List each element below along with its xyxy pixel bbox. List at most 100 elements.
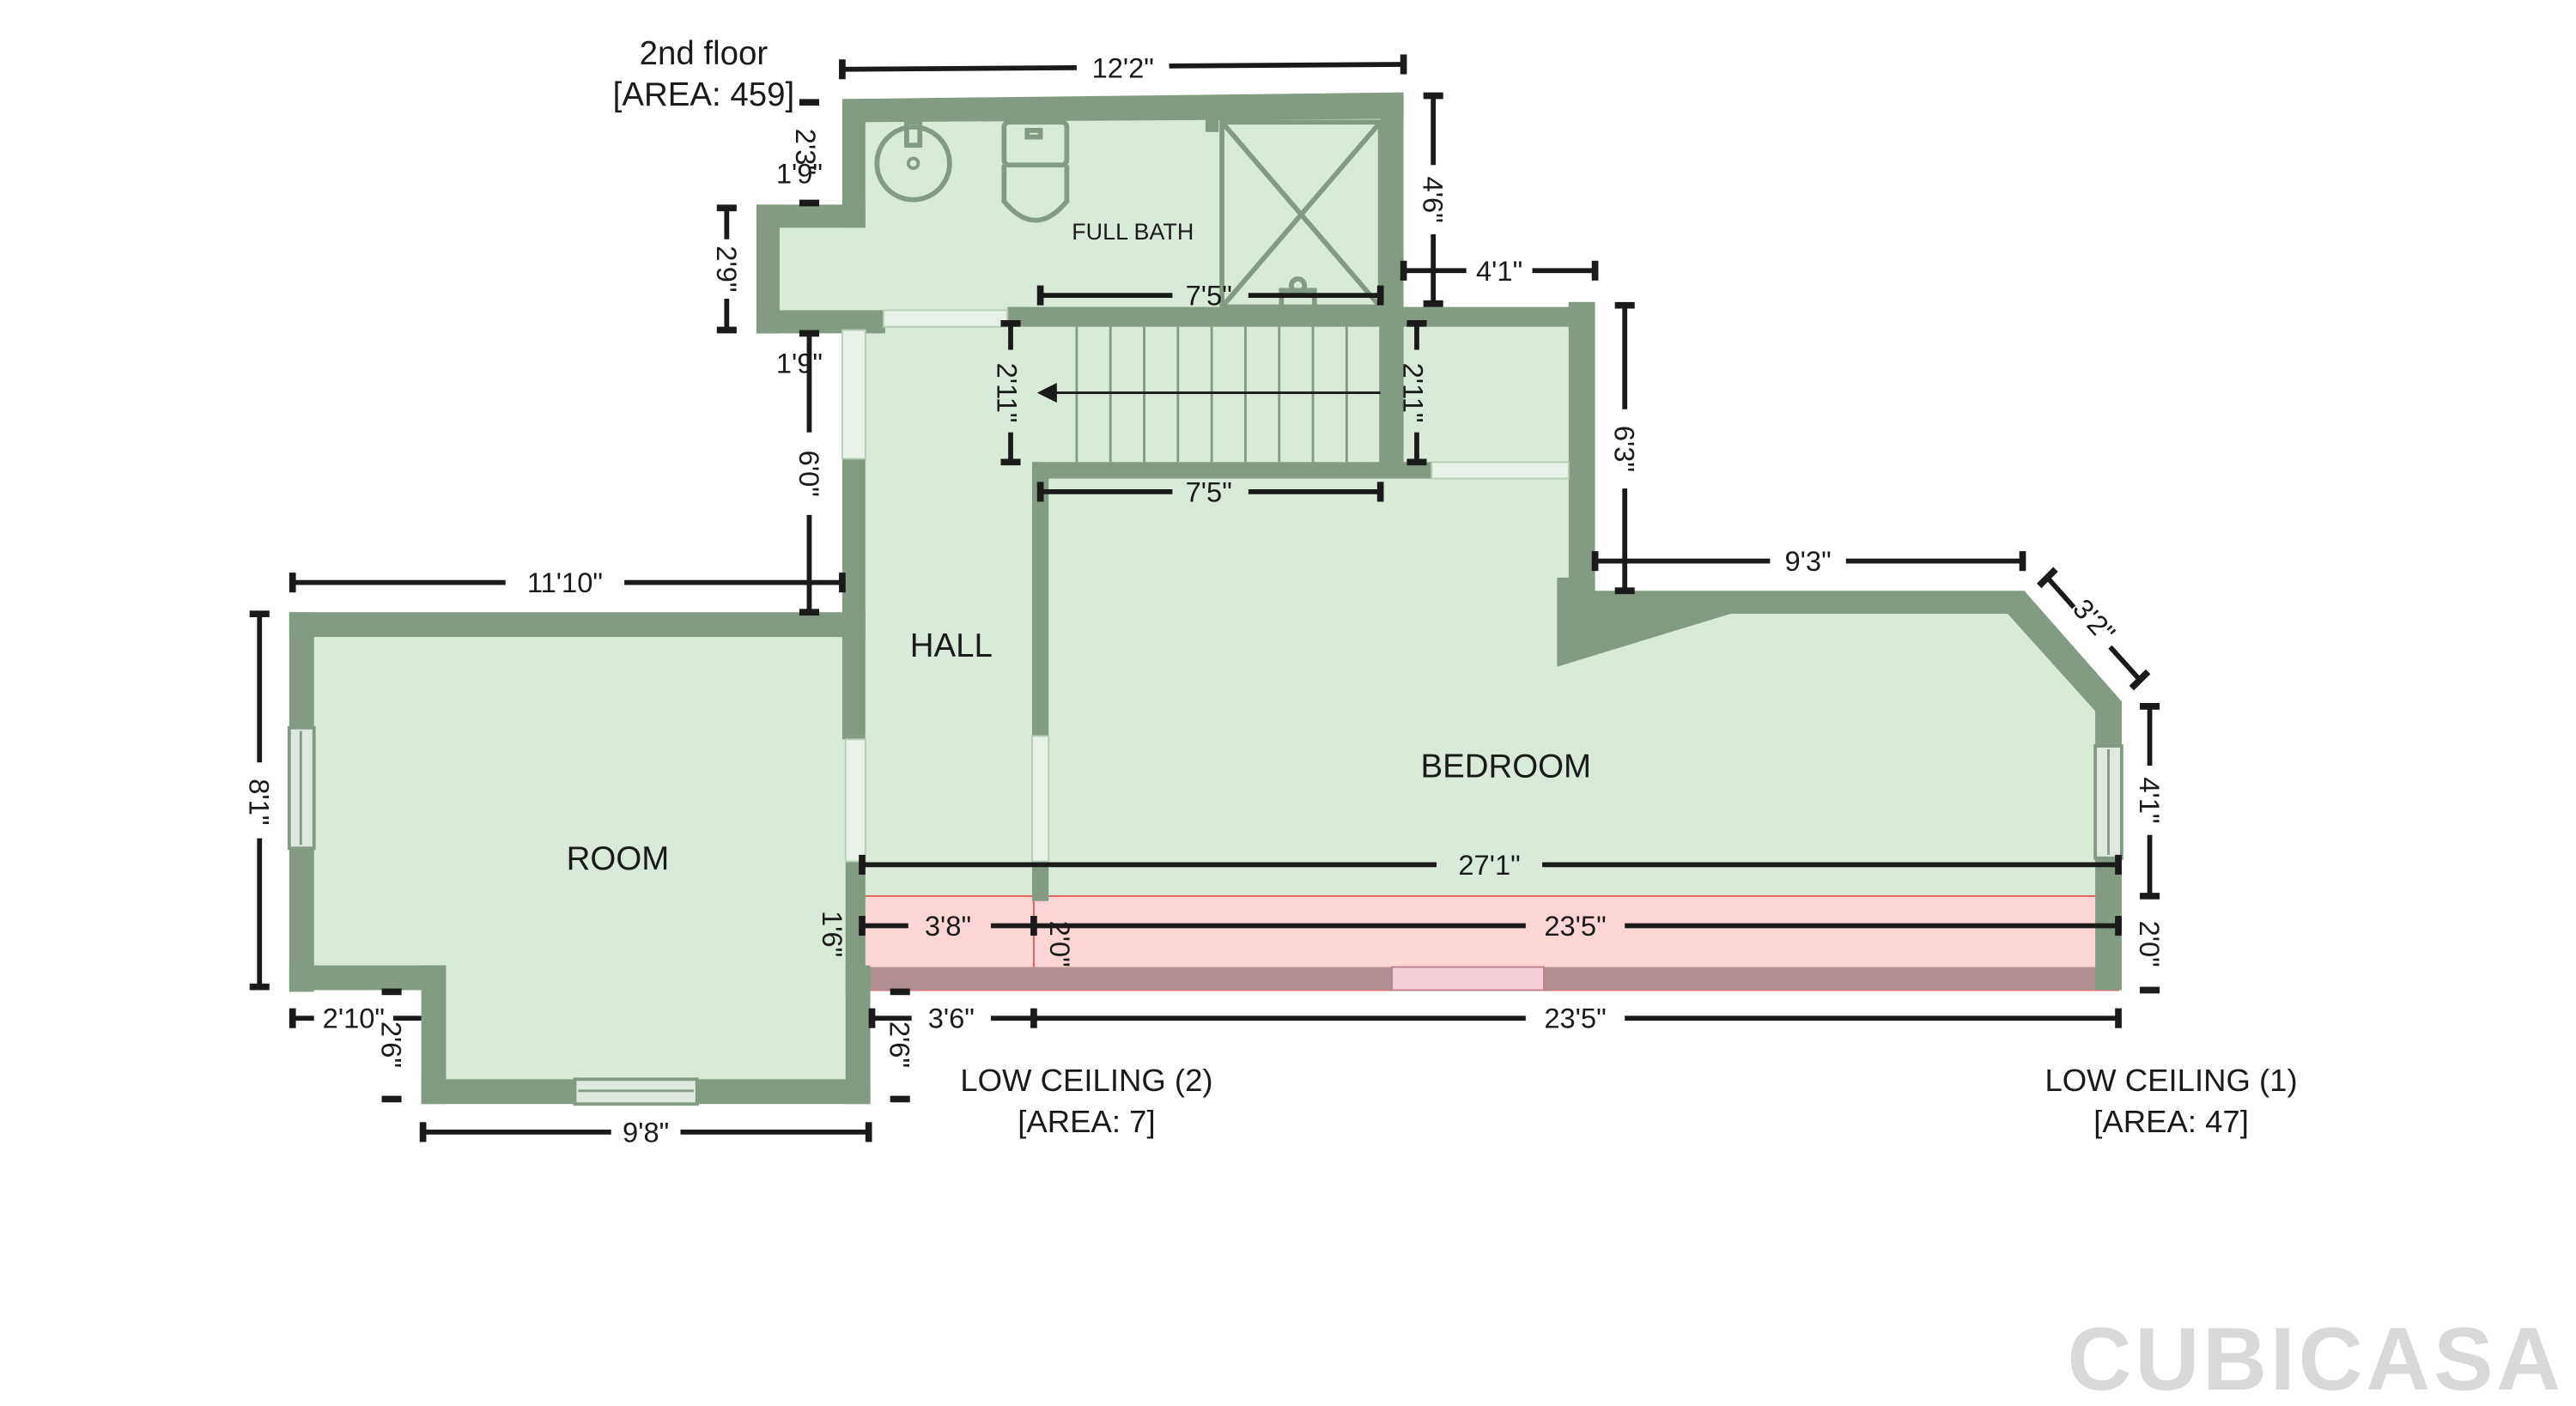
dim-lc1-depth: 2'0" xyxy=(2134,921,2166,994)
walls xyxy=(289,92,2122,1105)
svg-text:2'0": 2'0" xyxy=(2134,921,2166,967)
dim-room-left: 8'1" xyxy=(244,610,276,991)
svg-text:3'6": 3'6" xyxy=(928,1003,975,1034)
bedroom-label: BEDROOM xyxy=(1420,748,1591,785)
floor-area: [AREA: 459] xyxy=(613,76,795,113)
dim-bedroom-top: 9'3" xyxy=(1591,545,2026,577)
svg-text:6'3": 6'3" xyxy=(1609,426,1641,472)
svg-text:11'10": 11'10" xyxy=(527,567,603,598)
dim-room-notch-depth: 2'6" xyxy=(376,988,408,1103)
dim-stair-bottom: 7'5" xyxy=(1036,476,1384,507)
svg-text:9'3": 9'3" xyxy=(1785,545,1832,577)
stair-arrow-icon xyxy=(1036,383,1057,403)
stair-right-wall xyxy=(1380,306,1404,472)
dim-shower-right: 4'6" xyxy=(1418,92,1449,307)
hall-left-opening xyxy=(841,329,866,460)
dim-stair-top: 7'5" xyxy=(1036,280,1384,312)
dim-hall-wall-lower: 1'6" xyxy=(817,911,848,957)
shower-left-post xyxy=(1205,115,1219,132)
room-label: ROOM xyxy=(567,840,670,877)
svg-text:2'6": 2'6" xyxy=(884,1021,916,1068)
stair-floor xyxy=(1007,310,1594,468)
toilet-icon xyxy=(1001,119,1070,223)
low-ceiling-2-area: [AREA: 7] xyxy=(1018,1104,1155,1139)
dim-bath-left-mid: 2'9" xyxy=(711,204,743,334)
dim-bedroom-width: 27'1" xyxy=(859,849,2122,881)
stair-top-wall xyxy=(1007,306,1594,327)
openings xyxy=(287,309,2123,1106)
svg-text:4'1": 4'1" xyxy=(2134,777,2166,823)
shower-right-wall xyxy=(1380,95,1404,311)
dim-hall-left: 6'0" xyxy=(793,330,825,616)
svg-text:2'11": 2'11" xyxy=(992,363,1024,423)
full-bath-label: FULL BATH xyxy=(1072,219,1194,245)
dim-stair-right: 2'11" xyxy=(1398,319,1430,466)
hall-right-wall xyxy=(1032,462,1049,736)
svg-text:8'1": 8'1" xyxy=(244,779,276,825)
sink-icon xyxy=(874,124,952,203)
stair-bottom-wall xyxy=(1032,462,1432,479)
hall-left-wall xyxy=(841,458,866,740)
svg-text:2'3": 2'3" xyxy=(790,129,822,175)
hall-room-opening xyxy=(844,738,866,863)
bath-top-wall xyxy=(841,92,1404,123)
room-notch-bottom-wall xyxy=(289,965,447,991)
stair-treads xyxy=(1075,326,1382,463)
dim-stair-left: 2'11" xyxy=(992,319,1024,466)
floor-title: 2nd floor xyxy=(640,35,769,72)
dim-lc1-width: 23'5" xyxy=(1033,910,2122,942)
svg-text:6'0": 6'0" xyxy=(793,451,825,497)
svg-text:27'1": 27'1" xyxy=(1458,849,1520,881)
bedroom-right-upper-wall xyxy=(1568,301,1595,597)
low-ceiling-2-title: LOW CEILING (2) xyxy=(960,1063,1212,1098)
dim-bottom-right-width: 23'5" xyxy=(1033,1003,2122,1034)
dim-bedroom-right-upper: 6'3" xyxy=(1609,301,1641,595)
low-ceiling-window xyxy=(1391,966,1545,991)
bedroom-door xyxy=(1431,461,1570,480)
svg-text:9'8": 9'8" xyxy=(623,1116,669,1148)
low-ceiling-zones xyxy=(861,894,2119,991)
room-top-wall xyxy=(289,612,866,638)
hall-bedroom-opening xyxy=(1031,735,1050,863)
staircase xyxy=(1036,326,1382,463)
hall-right-wall-low xyxy=(1032,861,1049,901)
dim-lc2-width: 3'8" xyxy=(859,910,1037,942)
svg-text:4'6": 4'6" xyxy=(1418,177,1449,223)
dimension-lines: 12'2" 4'1" 7'5" 7'5" 9'3" 11'10" xyxy=(244,52,2166,1148)
dim-bedroom-right-lower: 4'1" xyxy=(2134,703,2166,900)
dim-room-top: 11'10" xyxy=(289,567,846,598)
room-right-wall xyxy=(845,965,871,1105)
bath-floor xyxy=(762,95,1400,330)
dim-bath-jog-bottom: 1'9" xyxy=(776,347,823,379)
hall-left-wall-low xyxy=(845,861,866,994)
bedroom-floor xyxy=(1032,467,2119,900)
svg-text:1'9": 1'9" xyxy=(776,347,823,379)
dim-room-bottom: 9'8" xyxy=(419,1116,872,1148)
svg-text:12'2": 12'2" xyxy=(1092,52,1154,83)
low-ceiling-1-area: [AREA: 47] xyxy=(2093,1104,2249,1139)
svg-text:2'6": 2'6" xyxy=(376,1021,408,1068)
low-ceiling-1-title: LOW CEILING (1) xyxy=(2044,1063,2297,1098)
svg-text:2'10": 2'10" xyxy=(323,1003,385,1034)
dim-bath-top-width: 12'2" xyxy=(839,52,1407,83)
svg-text:2'0": 2'0" xyxy=(1044,921,1076,967)
shower-icon xyxy=(1219,119,1383,310)
svg-text:2'11": 2'11" xyxy=(1398,363,1430,423)
dim-shower-offset: 4'1" xyxy=(1400,255,1599,287)
svg-text:3'8": 3'8" xyxy=(925,910,971,942)
bath-fixtures xyxy=(874,119,1383,310)
svg-text:7'5": 7'5" xyxy=(1186,280,1232,312)
svg-text:1'9": 1'9" xyxy=(776,157,823,189)
svg-text:7'5": 7'5" xyxy=(1186,476,1232,507)
sink-faucet-icon xyxy=(904,119,923,148)
svg-text:3'2": 3'2" xyxy=(2067,592,2122,648)
dim-bath-left-top: 2'3" xyxy=(790,99,822,207)
hall-door-top xyxy=(883,309,1009,328)
svg-text:23'5": 23'5" xyxy=(1544,1003,1606,1034)
svg-text:4'1": 4'1" xyxy=(1476,255,1522,287)
sink-drain-icon xyxy=(906,156,920,171)
dim-bath-jog-top: 1'9" xyxy=(776,157,823,189)
svg-text:2'9": 2'9" xyxy=(711,245,743,292)
hall-label: HALL xyxy=(910,627,993,664)
